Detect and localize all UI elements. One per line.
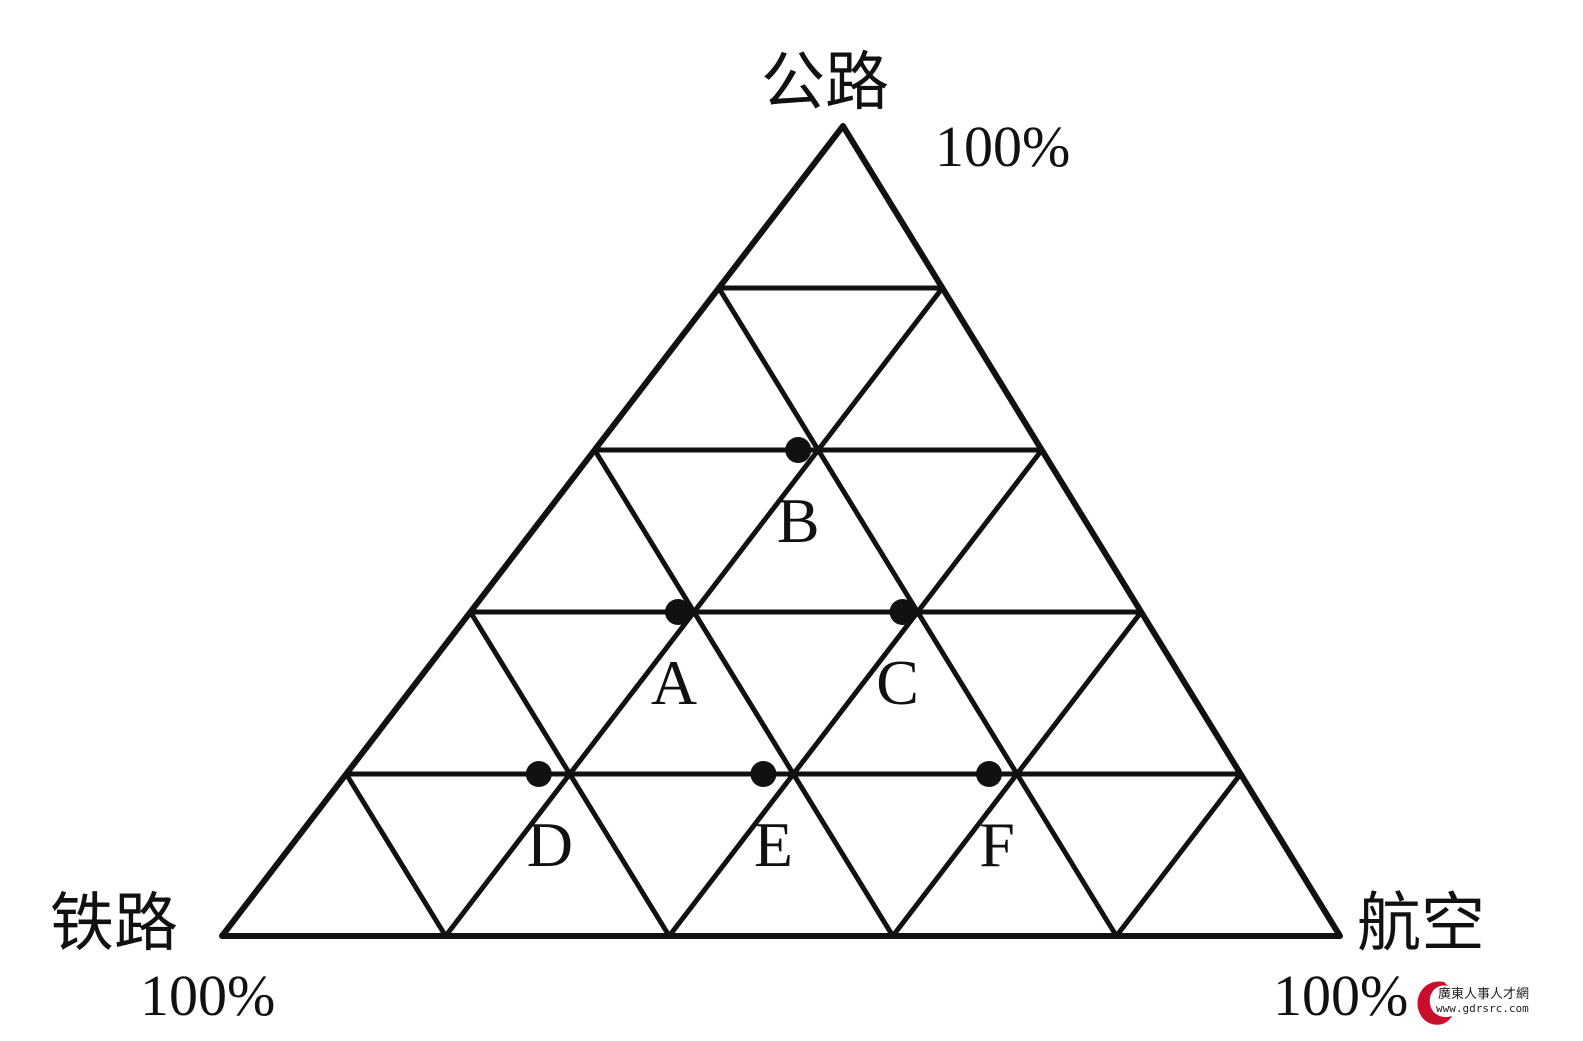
left-corner-percent: 100% (140, 963, 275, 1028)
watermark-url: www.gdrsrc.com (1436, 1002, 1529, 1015)
grid-line-falling (443, 285, 945, 939)
labeled-vertices (525, 437, 1002, 787)
grid-line-rising (592, 447, 896, 939)
watermark-logo-icon (1417, 981, 1452, 1025)
grid-line-rising (343, 771, 449, 939)
point-label-c: C (876, 647, 919, 718)
grid-intersection-dot (976, 761, 1002, 787)
point-label-f: F (979, 809, 1015, 880)
grid-intersection-dot (750, 761, 777, 787)
grid-intersection-dot (525, 761, 552, 787)
left-corner-label: 铁路 (50, 887, 178, 961)
grid-line-rising (716, 285, 1119, 939)
grid-intersection-dot (665, 599, 691, 625)
watermark: 廣東人事人才網 www.gdrsrc.com (1417, 981, 1529, 1025)
top-corner-percent: 100% (935, 114, 1070, 179)
point-label-b: B (777, 485, 820, 556)
point-label-e: E (754, 809, 793, 880)
point-label-d: D (527, 809, 573, 880)
top-corner-label: 公路 (761, 46, 889, 120)
grid-line-falling (666, 447, 1045, 939)
right-corner-label: 航空 (1357, 887, 1485, 961)
grid-lines (343, 285, 1244, 939)
point-label-a: A (651, 647, 697, 718)
grid-intersection-dot (785, 437, 812, 463)
point-labels: A B C D E F (527, 485, 1015, 880)
watermark-text: 廣東人事人才網 (1438, 986, 1529, 1002)
grid-intersection-dot (889, 599, 916, 625)
grid-line-falling (1113, 771, 1244, 939)
triangle-outline (219, 123, 1343, 939)
right-corner-percent: 100% (1273, 963, 1408, 1028)
